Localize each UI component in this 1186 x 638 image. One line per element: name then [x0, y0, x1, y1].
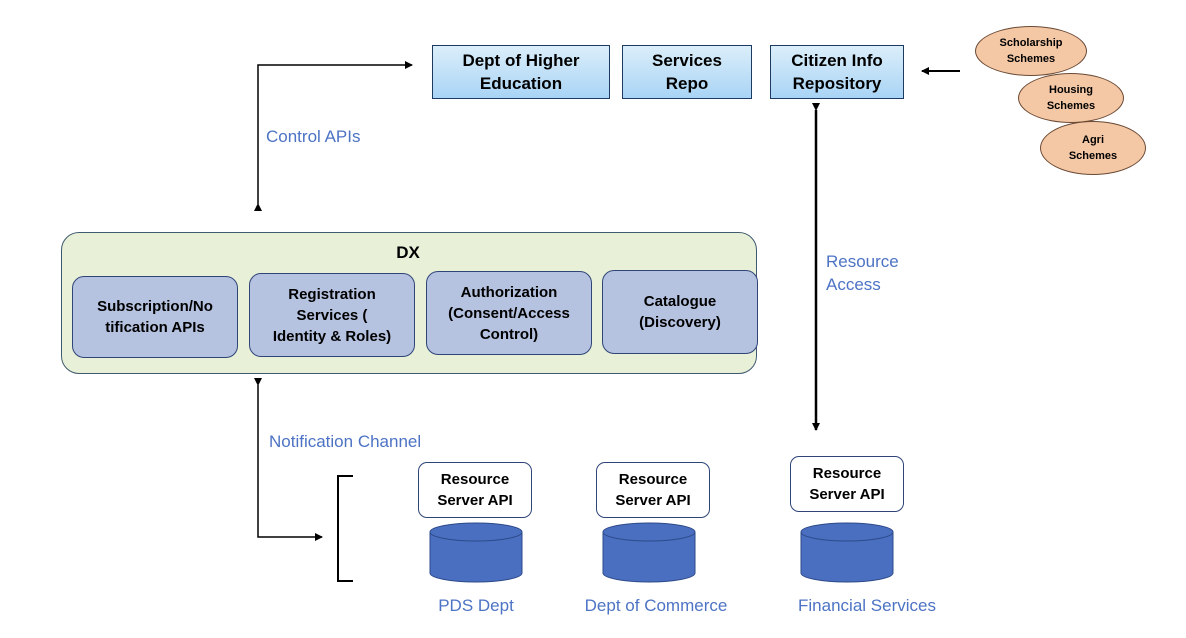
catalogue-discovery-box: Catalogue (Discovery) [602, 270, 758, 354]
resource-group-bracket [337, 475, 353, 582]
control-apis-label: Control APIs [266, 127, 361, 146]
pds-resource-server-api-box: Resource Server API [418, 462, 532, 518]
agri-schemes-ellipse: Agri Schemes [1040, 121, 1146, 175]
registration-services-box: Registration Services ( Identity & Roles… [249, 273, 415, 357]
pds-dept-label: PDS Dept [438, 596, 514, 615]
services-repo-box: Services Repo [622, 45, 752, 99]
pds-database-icon [429, 522, 523, 583]
financial-database-icon [800, 522, 894, 583]
subscription-notification-apis-box: Subscription/No tification APIs [72, 276, 238, 358]
authorization-box: Authorization (Consent/Access Control) [426, 271, 592, 355]
financial-resource-server-api-box: Resource Server API [790, 456, 904, 512]
dept-higher-education-box: Dept of Higher Education [432, 45, 610, 99]
housing-schemes-ellipse: Housing Schemes [1018, 73, 1124, 123]
dx-title: DX [396, 243, 420, 262]
resource-access-label: Resource Access [826, 252, 899, 294]
dept-of-commerce-label: Dept of Commerce [584, 596, 728, 615]
notification-channel-arrow [254, 378, 323, 541]
control-apis-arrow [254, 61, 413, 211]
financial-services-label: Financial Services [798, 596, 936, 615]
commerce-resource-server-api-box: Resource Server API [596, 462, 710, 518]
citizen-info-repository-box: Citizen Info Repository [770, 45, 904, 99]
commerce-database-icon [602, 522, 696, 583]
notification-channel-label: Notification Channel [269, 432, 422, 451]
scholarship-schemes-ellipse: Scholarship Schemes [975, 26, 1087, 76]
